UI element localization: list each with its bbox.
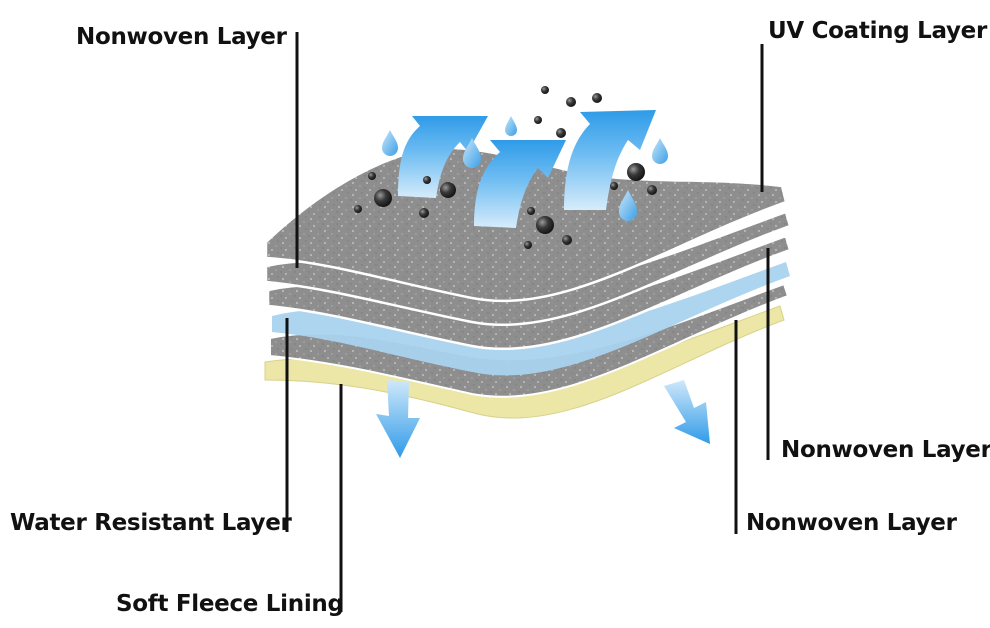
label-soft-fleece: Soft Fleece Lining <box>116 591 344 617</box>
particle-icon <box>354 86 657 249</box>
arrow-down-icon <box>376 380 420 458</box>
label-water-resistant: Water Resistant Layer <box>10 510 292 536</box>
arrow-up-icon <box>398 116 488 198</box>
label-nonwoven-right-upper: Nonwoven Layer <box>781 437 990 463</box>
leader-lines <box>285 32 770 612</box>
arrow-up-icon <box>564 110 656 210</box>
label-nonwoven-top: Nonwoven Layer <box>76 24 287 50</box>
droplet-icon <box>382 116 668 221</box>
water-resistant-layer <box>272 262 790 376</box>
label-uv-coating: UV Coating Layer <box>768 18 988 44</box>
arrow-down-icon <box>664 380 710 444</box>
arrow-up-icon <box>474 140 566 228</box>
label-nonwoven-right-lower: Nonwoven Layer <box>746 510 957 536</box>
